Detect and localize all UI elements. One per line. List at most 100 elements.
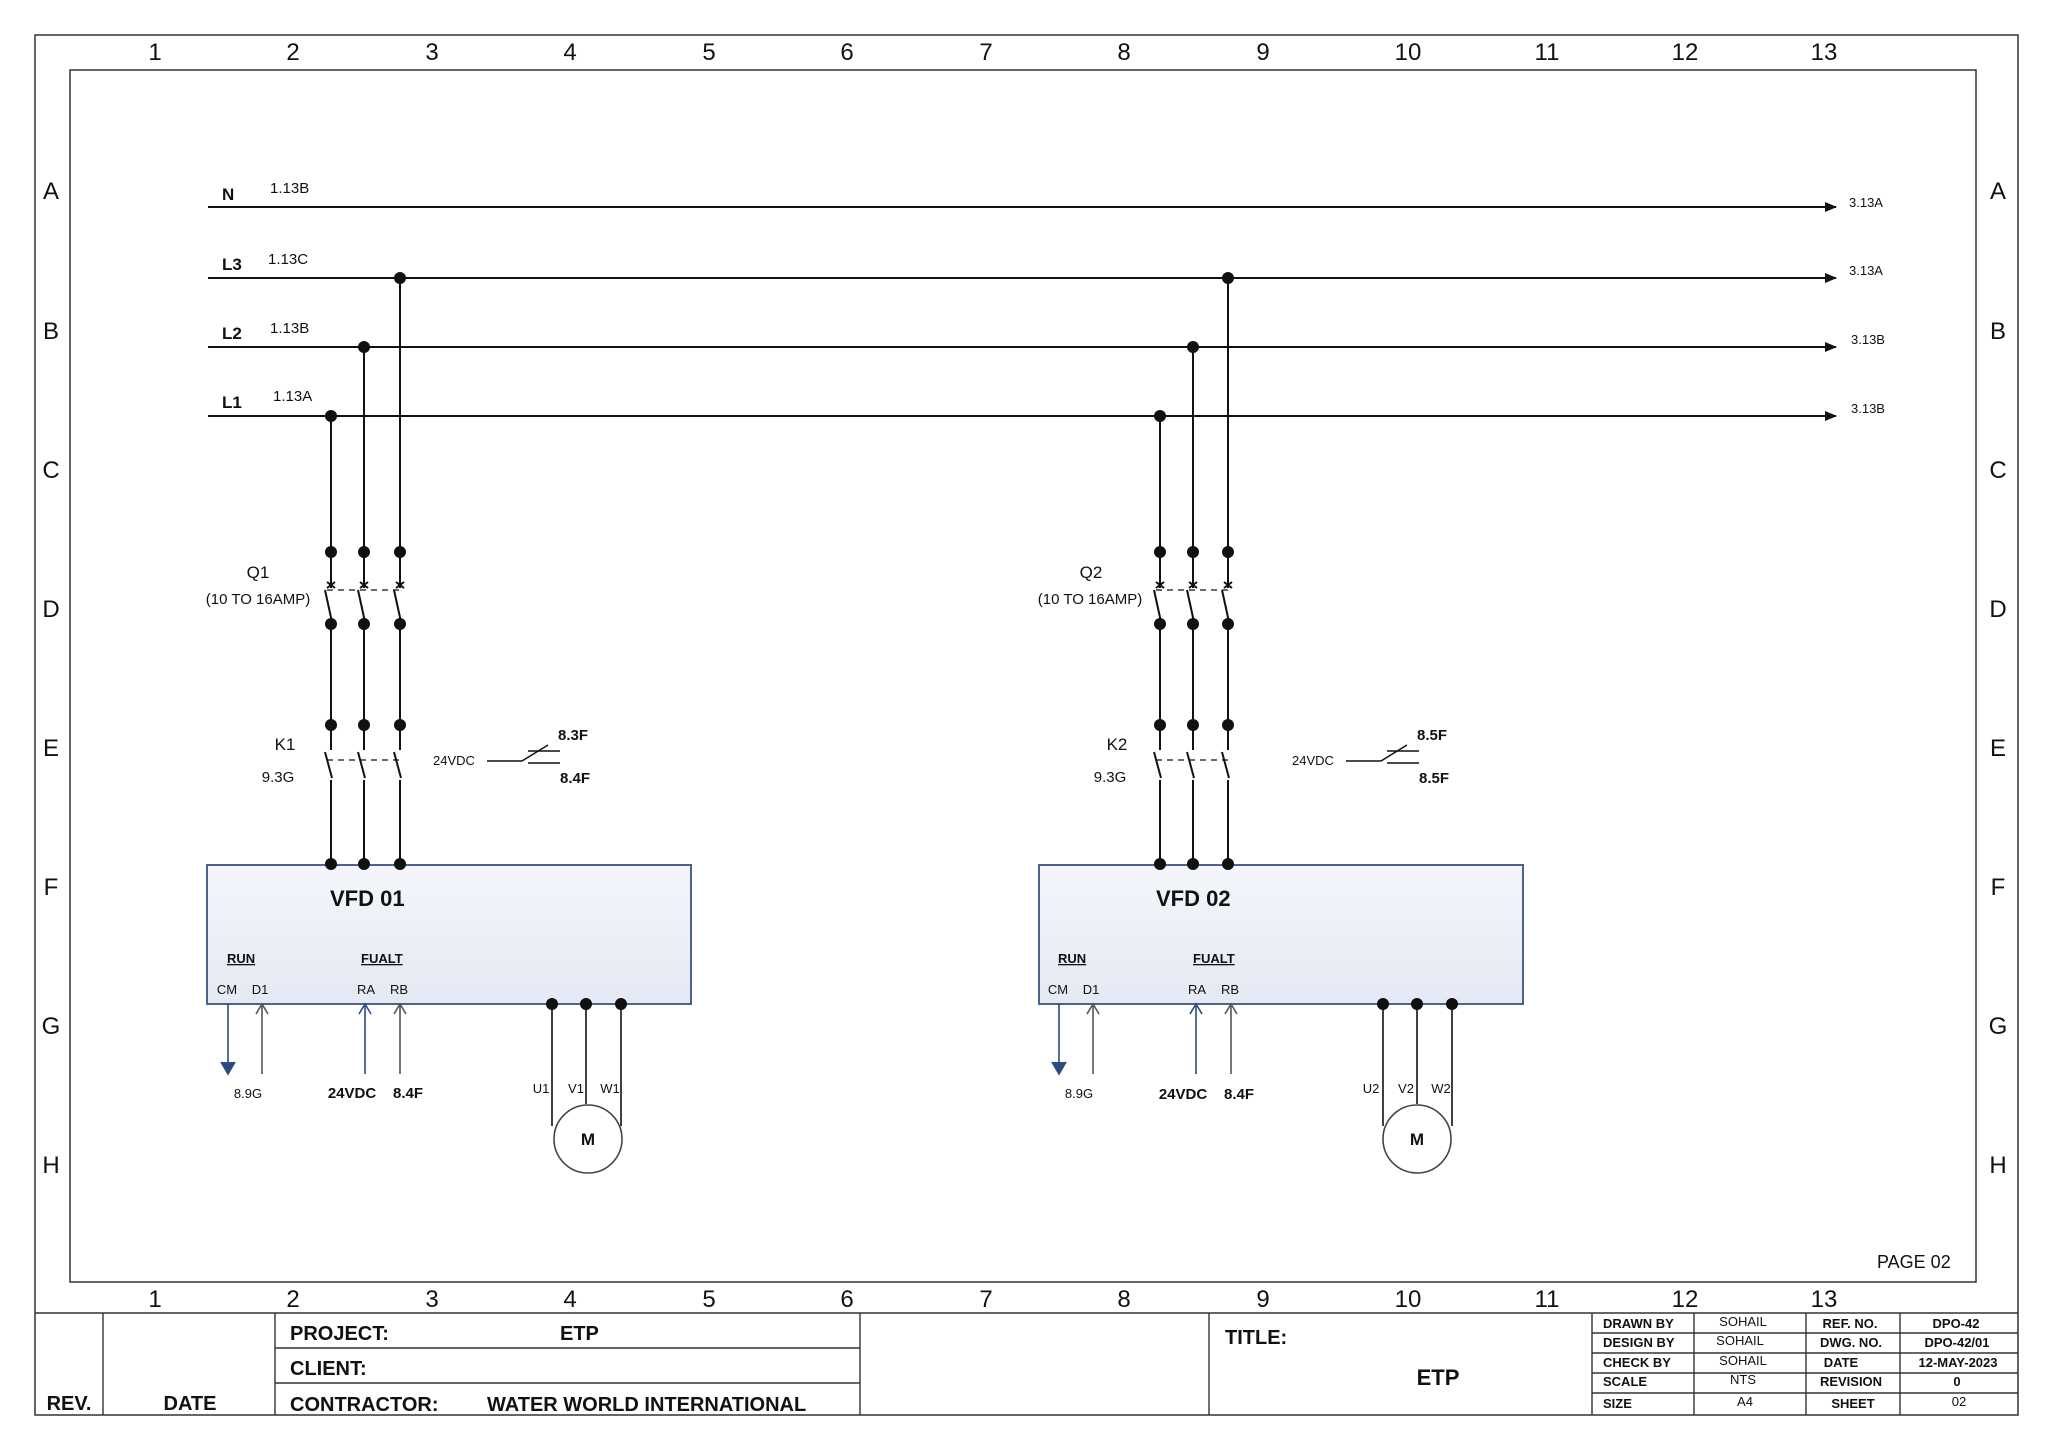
contactor-ref: 9.3G [262,769,295,786]
contactor-ref: 9.3G [1094,769,1127,786]
vfd-title: VFD 02 [1156,886,1231,911]
grid-row-label: H [42,1152,59,1179]
grid-row-label: E [1990,735,2006,762]
run-label: RUN [1058,951,1086,966]
contactor-label: K2 [1107,735,1128,754]
grid-row-label: D [42,596,59,623]
contactor-contact [1153,751,1162,779]
junction-dot [1187,858,1199,870]
breaker-contact [1221,589,1230,623]
phase-branches [324,272,1458,1010]
grid-row-label: B [43,318,59,345]
terminal-d1: D1 [1083,982,1100,997]
terminal-d1: D1 [252,982,269,997]
grid-row-label: A [1990,178,2006,205]
grid-col-label: 6 [840,1286,853,1313]
cm-ref: 8.9G [234,1086,262,1101]
breaker-trip-mark [1188,581,1198,589]
title-label: TITLE: [1225,1327,1287,1349]
grid-row-label: C [42,457,59,484]
grid-col-label: 6 [840,39,853,66]
bus-left-ref: 1.13B [270,320,309,337]
grid-row-label: B [1990,318,2006,345]
motor-leads [1382,1004,1453,1126]
drawn-by-label: DRAWN BY [1603,1316,1674,1331]
aux-contact-symbol [487,744,560,764]
breaker-contact [1186,589,1195,623]
title-value: ETP [1417,1365,1460,1390]
page-label: PAGE 02 [1877,1252,1951,1272]
dwg-no-label: DWG. NO. [1820,1335,1882,1350]
terminal-rb: RB [390,982,408,997]
terminal-ra: RA [357,982,375,997]
junction-dot [1154,858,1166,870]
grid-col-label: 3 [425,1286,438,1313]
contactor-contact [1186,751,1195,779]
project-value: ETP [560,1323,599,1345]
junction-dot [615,998,627,1010]
bus-right-ref: 3.13B [1851,332,1885,347]
fault-label: FUALT [361,951,403,966]
bus-name-l2: L2 [222,324,242,343]
design-by-label: DESIGN BY [1603,1335,1675,1350]
grid-col-label: 11 [1535,1286,1560,1313]
grid-col-label: 9 [1256,1286,1269,1313]
grid-col-label: 8 [1117,39,1130,66]
junction-dot [1222,858,1234,870]
terminal-ra: RA [1188,982,1206,997]
bus-right-ref: 3.13A [1849,263,1883,278]
grid-column-labels-top: 1 2 3 4 5 6 7 8 9 10 11 12 13 [148,39,1837,66]
project-label: PROJECT: [290,1323,389,1345]
junction-dot [325,858,337,870]
terminal-cm: CM [217,982,237,997]
grid-row-label: F [1991,874,2006,901]
breaker-trip-mark [326,581,336,589]
ref-no-value: DPO-42 [1933,1316,1980,1331]
aux-ref-top: 8.3F [558,727,588,744]
revision-value: 0 [1953,1374,1960,1389]
aux-supply-label: 24VDC [1292,753,1334,768]
aux-ref-top: 8.5F [1417,727,1447,744]
dwg-no-value: DPO-42/01 [1924,1335,1989,1350]
grid-row-label: E [43,735,59,762]
motor-symbol [1382,1104,1452,1174]
grid-col-label: 13 [1811,1286,1838,1313]
size-value: A4 [1737,1394,1753,1409]
date-label: DATE [164,1393,217,1415]
cm-ref: 8.9G [1065,1086,1093,1101]
signal-arrows [1051,1002,1238,1076]
ref-no-label: REF. NO. [1823,1316,1878,1331]
breaker-trip-mark [1223,581,1233,589]
grid-col-label: 1 [148,1286,161,1313]
grid-col-label: 2 [286,39,299,66]
vfd-title: VFD 01 [330,886,405,911]
grid-row-label: F [44,874,59,901]
grid-col-label: 2 [286,1286,299,1313]
bus-name-n: N [222,185,234,204]
motor-term-u: U2 [1363,1081,1380,1096]
rev-label: REV. [47,1393,92,1415]
revision-label: REVISION [1820,1374,1882,1389]
breaker-contact [357,589,366,623]
motor-term-u: U1 [533,1081,550,1096]
rb-ref: 8.4F [1224,1086,1254,1103]
grid-row-label: A [43,178,59,205]
breaker-contact [393,589,402,623]
breaker-contact [1153,589,1162,623]
power-buses [208,202,1837,421]
client-label: CLIENT: [290,1358,367,1380]
check-by-value: SOHAIL [1719,1353,1767,1368]
grid-col-label: 8 [1117,1286,1130,1313]
check-by-label: CHECK BY [1603,1355,1671,1370]
grid-col-label: 10 [1395,1286,1422,1313]
motor-term-w: W2 [1431,1081,1451,1096]
date-value: 12-MAY-2023 [1918,1355,1997,1370]
grid-row-label: C [1989,457,2006,484]
breaker-rating: (10 TO 16AMP) [206,591,311,608]
scale-value: NTS [1730,1372,1756,1387]
motor-label: M [1410,1130,1424,1149]
contractor-value: WATER WORLD INTERNATIONAL [487,1394,806,1416]
grid-row-labels-right: A B C D E F G H [1989,178,2008,1179]
grid-col-label: 5 [702,1286,715,1313]
